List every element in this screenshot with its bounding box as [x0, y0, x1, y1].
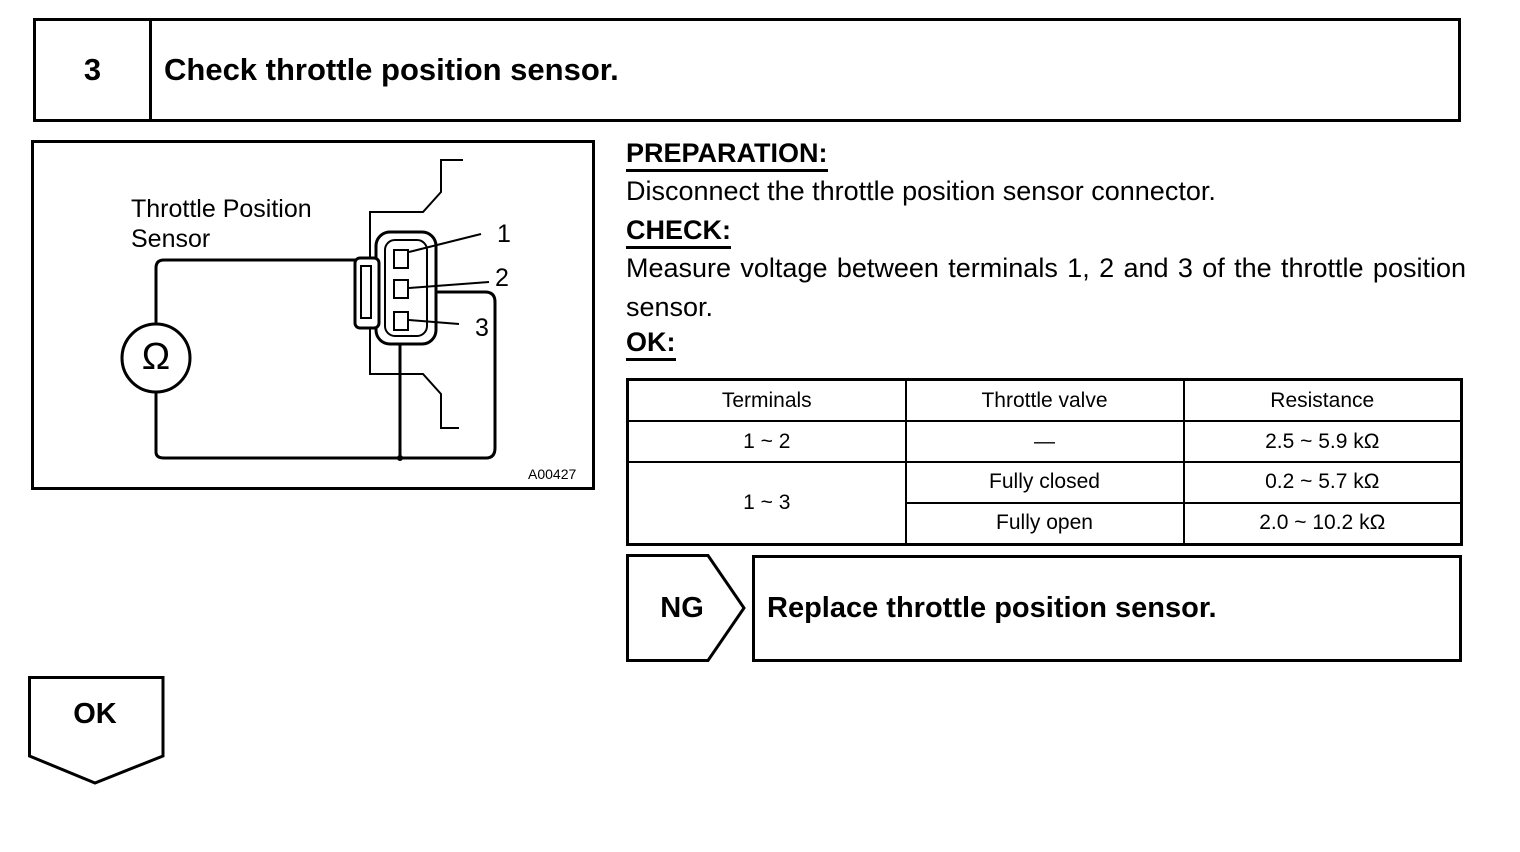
ok-result: OK — [28, 676, 166, 786]
table-row: Fully open 2.0 ~ 10.2 kΩ — [628, 501, 1463, 546]
step-title: Check throttle position sensor. — [164, 52, 619, 87]
terminal-pin-3 — [393, 311, 409, 331]
table-row: 1 ~ 2 — 2.5 ~ 5.9 kΩ — [626, 420, 1463, 463]
ok-heading: OK: — [626, 327, 676, 361]
wire-junction — [397, 455, 403, 461]
ohm-symbol: Ω — [141, 336, 171, 378]
cell-terminals: 1 ~ 3 — [626, 460, 907, 546]
figure-frame — [31, 140, 595, 490]
cell-resistance: 2.5 ~ 5.9 kΩ — [1182, 420, 1463, 463]
preparation-text: Disconnect the throttle position sensor … — [626, 176, 1216, 206]
cell-valve: — — [904, 420, 1185, 463]
terminal-label-2: 2 — [495, 264, 509, 292]
circuit-drawing — [31, 140, 595, 490]
check-heading: CHECK: — [626, 215, 731, 249]
preparation-heading: PREPARATION: — [626, 138, 828, 172]
sensor-label: Throttle Position Sensor — [131, 195, 312, 253]
cell-valve: Fully closed — [904, 460, 1185, 504]
header-throttle-valve: Throttle valve — [904, 378, 1185, 423]
wire-terminal-1 — [154, 258, 401, 324]
terminal-pin-2 — [393, 279, 409, 299]
step-header: 3 Check throttle position sensor. — [33, 18, 1461, 122]
sensor-diagram: Throttle Position Sensor 1 2 3 Ω A00427 — [31, 140, 595, 490]
check-text: Measure voltage between terminals 1, 2 a… — [626, 253, 1466, 322]
ng-arrow-shape — [626, 554, 746, 662]
cell-resistance: 0.2 ~ 5.7 kΩ — [1182, 460, 1463, 504]
header-terminals: Terminals — [626, 378, 907, 423]
terminal-label-3: 3 — [475, 314, 489, 342]
header-resistance: Resistance — [1182, 378, 1463, 423]
sensor-body-top — [369, 159, 463, 340]
cell-valve: Fully open — [904, 501, 1185, 546]
table-header-row: Terminals Throttle valve Resistance — [626, 378, 1463, 423]
leader-line-1 — [408, 233, 482, 253]
resistance-table: Terminals Throttle valve Resistance 1 ~ … — [626, 378, 1463, 546]
figure-code: A00427 — [528, 466, 577, 482]
ok-label: OK — [73, 698, 117, 730]
ok-arrow-shape — [28, 676, 165, 785]
ng-label: NG — [660, 591, 704, 624]
step-number: 3 — [36, 21, 152, 119]
cell-terminals: 1 ~ 2 — [626, 420, 907, 463]
terminal-label-1: 1 — [497, 220, 511, 248]
table-row: 1 ~ 3 Fully closed 0.2 ~ 5.7 kΩ — [626, 460, 1463, 546]
cell-resistance: 2.0 ~ 10.2 kΩ — [1182, 501, 1463, 546]
instructions: PREPARATION: Disconnect the throttle pos… — [626, 138, 1466, 361]
leader-line-2 — [408, 281, 490, 289]
leader-line-3 — [408, 319, 460, 325]
ng-action: Replace throttle position sensor. — [752, 555, 1462, 662]
terminal-pin-1 — [393, 249, 409, 269]
wire-terminal-2 — [154, 290, 497, 460]
sensor-body-bottom — [369, 340, 459, 429]
ng-result: NG Replace throttle position sensor. — [626, 554, 1464, 662]
